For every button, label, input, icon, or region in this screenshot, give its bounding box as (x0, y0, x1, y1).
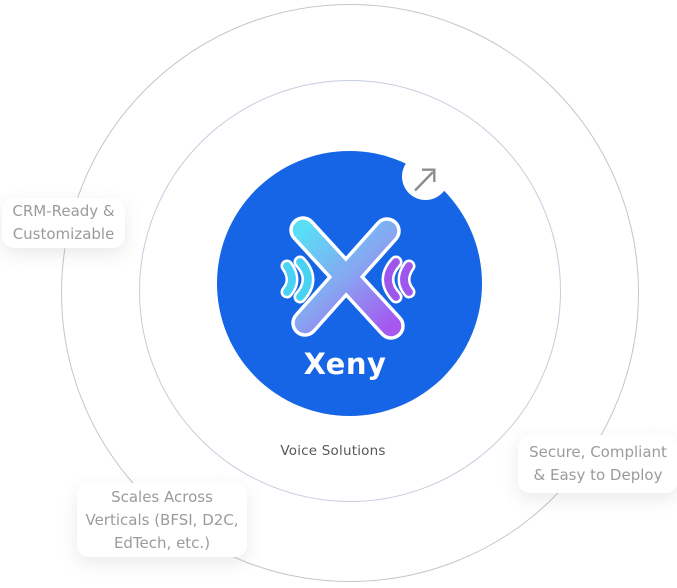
brand-name: Xeny (303, 347, 387, 381)
feature-line: Customizable (12, 225, 115, 243)
sound-waves-right-icon (381, 255, 416, 304)
feature-card-scales: Scales Across Verticals (BFSI, D2C, EdTe… (77, 483, 247, 557)
feature-line: EdTech, etc.) (113, 533, 211, 552)
feature-line: & Easy to Deploy (533, 466, 663, 484)
feature-card-secure: Secure, Compliant & Easy to Deploy (518, 435, 677, 493)
orbit-ring-inner (139, 80, 561, 502)
feature-line: Scales Across (111, 487, 213, 506)
feature-line: Verticals (BFSI, D2C, (85, 510, 239, 529)
expand-link[interactable] (402, 153, 449, 200)
x-glyph (289, 216, 405, 340)
feature-line: Secure, Compliant (529, 443, 667, 461)
feature-line: CRM-Ready & (12, 202, 115, 220)
arrow-up-right-icon (413, 168, 435, 191)
brand-caption: Voice Solutions (280, 443, 386, 459)
xeny-logo-icon (280, 216, 416, 340)
orbit-ring-outer (61, 4, 639, 582)
feature-card-crm: CRM-Ready & Customizable (2, 198, 125, 248)
sound-waves-left-icon (280, 255, 315, 304)
